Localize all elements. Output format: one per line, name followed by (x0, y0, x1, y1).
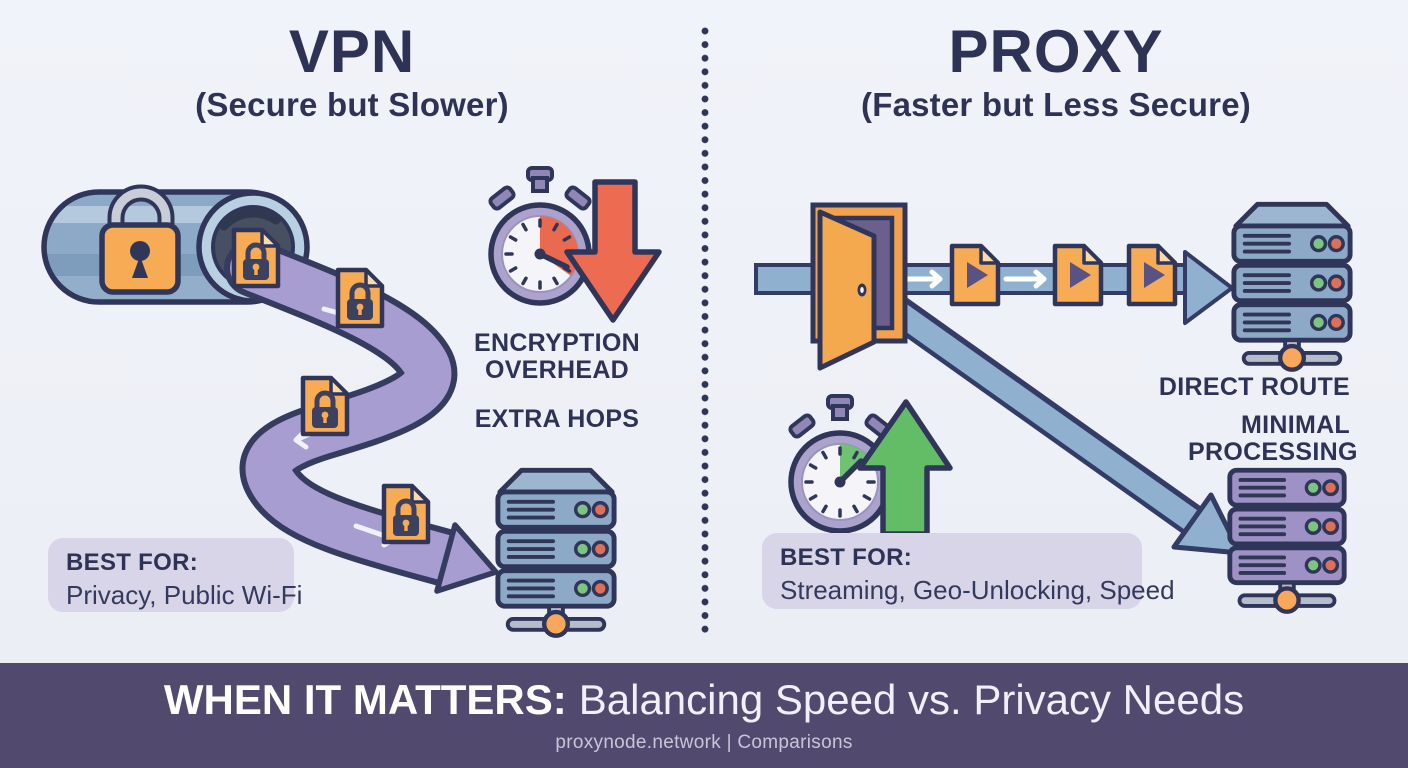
proxy-subtitle: (Faster but Less Secure) (861, 86, 1251, 123)
proxy-flow-illustration (754, 202, 1243, 556)
media-file-icon (1129, 246, 1175, 304)
vpn-server-stack-icon (495, 467, 617, 638)
media-file-icon (1055, 246, 1101, 304)
vpn-subtitle: (Secure but Slower) (195, 86, 509, 123)
proxy-header: PROXY (Faster but Less Secure) (816, 18, 1296, 123)
vpn-drawback-encryption-overhead: ENCRYPTION OVERHEAD (474, 329, 640, 384)
vpn-title: VPN (288, 18, 416, 85)
vpn-best-for-label: BEST FOR: (66, 549, 199, 576)
server-status-lights (1309, 235, 1345, 332)
proxy-benefit-direct-route: DIRECT ROUTE (1158, 373, 1350, 401)
open-door-icon (810, 202, 908, 371)
stopwatch-ticks (804, 446, 876, 518)
flow-direction-arrows (899, 269, 1047, 289)
encrypted-file-icon (338, 270, 382, 326)
vpn-best-for-panel: BEST FOR: Privacy, Public Wi-Fi (48, 538, 303, 612)
direct-route-arrow-icon (855, 274, 1243, 556)
dotted-divider (700, 26, 710, 636)
encrypted-file-icon (234, 230, 278, 286)
media-file-icon (952, 246, 998, 304)
proxy-benefit-minimal-processing: MINIMAL PROCESSING (1188, 411, 1358, 466)
server-status-lights (1304, 479, 1340, 574)
footer-source: proxynode.network | Comparisons (555, 732, 853, 754)
vpn-speed-penalty-illustration (488, 166, 662, 323)
padlock-icon (99, 184, 181, 295)
encrypted-file-icon (384, 486, 428, 542)
vpn-best-for-value: Privacy, Public Wi-Fi (66, 580, 303, 610)
vpn-tunnel-route-illustration (41, 184, 499, 594)
stopwatch-slow-icon (488, 166, 592, 306)
vpn-header: VPN (Secure but Slower) (112, 18, 592, 123)
proxy-speed-gain-illustration (788, 394, 953, 537)
proxy-best-for-panel: BEST FOR: Streaming, Geo-Unlocking, Spee… (762, 533, 1175, 609)
vpn-drawback-extra-hops: EXTRA HOPS (474, 405, 640, 433)
footer-heading-text: Balancing Speed vs. Privacy Needs (578, 676, 1245, 723)
proxy-title: PROXY (948, 18, 1164, 85)
footer-bar: WHEN IT MATTERS:Balancing Speed vs. Priv… (0, 663, 1408, 768)
server-vents (506, 499, 556, 599)
proxy-destination-server-icon (1231, 201, 1353, 372)
proxy-server-stack-icon (1227, 467, 1347, 614)
footer-heading-emphasis: WHEN IT MATTERS: (163, 676, 567, 723)
proxy-best-for-value: Streaming, Geo-Unlocking, Speed (780, 575, 1175, 605)
server-status-lights (573, 501, 609, 598)
encrypted-file-icon (303, 378, 347, 434)
speed-down-arrow-icon (564, 179, 662, 323)
footer-heading: WHEN IT MATTERS:Balancing Speed vs. Priv… (163, 676, 1245, 723)
proxy-best-for-label: BEST FOR: (780, 544, 913, 571)
